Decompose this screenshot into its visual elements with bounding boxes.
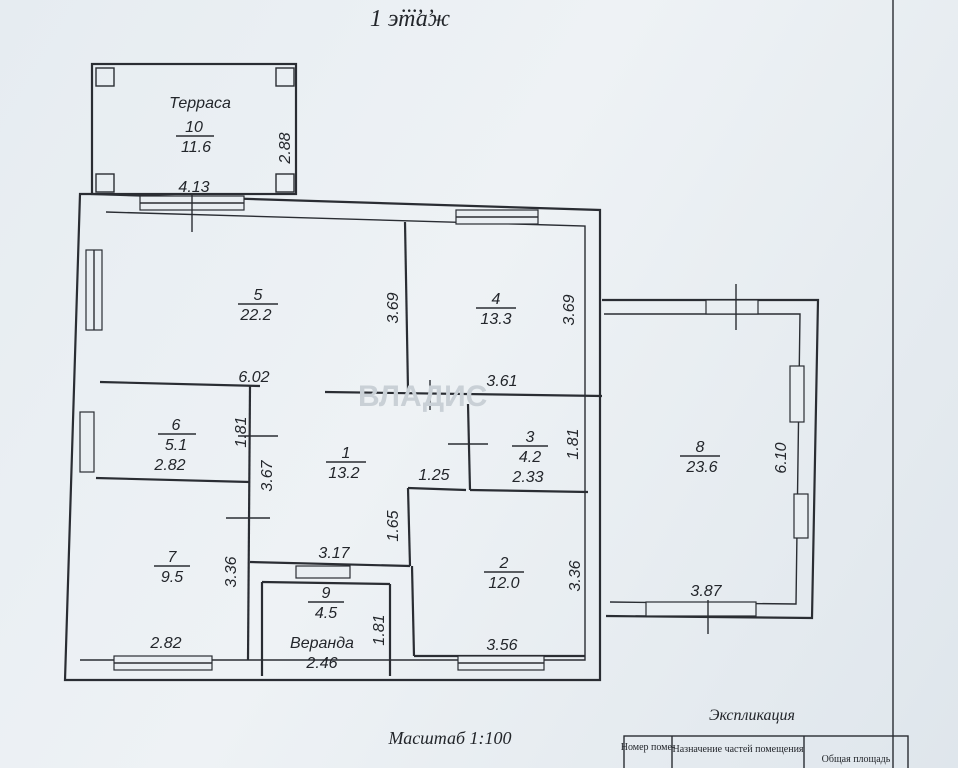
explication-header-area: Общая площадь xyxy=(822,754,891,765)
dim-terrace-width: 4.13 xyxy=(178,179,209,196)
dim-r2-width: 3.56 xyxy=(486,637,517,654)
dim-r9-depth: 1.81 xyxy=(371,614,388,645)
explication-title: Экспликация xyxy=(709,707,795,724)
room-8-number: 8 xyxy=(696,439,705,456)
explication-table xyxy=(623,735,909,768)
dim-r4-depth: 3.69 xyxy=(561,294,578,325)
header-fragment: ..., , xyxy=(402,0,435,17)
watermark-text: ВЛАДИС xyxy=(358,380,487,413)
dim-r4-width: 3.61 xyxy=(486,373,517,390)
room-2-number: 2 xyxy=(499,555,509,572)
dim-r2-depth: 3.36 xyxy=(567,560,584,591)
explication-header-number: Номер поме- xyxy=(621,742,676,753)
dim-terrace-depth: 2.88 xyxy=(277,132,294,164)
dim-r5-width: 6.02 xyxy=(238,369,269,386)
dim-r6-width: 2.82 xyxy=(153,457,185,474)
room-9-name: Веранда xyxy=(290,635,354,652)
room-7-area: 9.5 xyxy=(161,569,183,586)
terrace-outline xyxy=(90,62,298,196)
room-9-number: 9 xyxy=(322,585,331,602)
room-6-number: 6 xyxy=(172,417,181,434)
dim-r7-depth: 3.36 xyxy=(223,556,240,587)
door-markers xyxy=(191,194,737,634)
dim-r1-lower: 1.65 xyxy=(385,510,402,541)
dim-r9-width: 2.46 xyxy=(305,655,337,672)
dim-r8-depth: 6.10 xyxy=(773,442,790,473)
room-1-number: 1 xyxy=(342,445,351,462)
room-9-area: 4.5 xyxy=(315,605,337,622)
room-4-area: 13.3 xyxy=(480,311,511,328)
room-5-number: 5 xyxy=(254,287,263,304)
room-10-area: 11.6 xyxy=(181,139,211,156)
dim-r8-width: 3.87 xyxy=(690,583,722,600)
floor-title: 1 этаж xyxy=(370,6,450,32)
dim-r1-depth: 3.67 xyxy=(259,459,276,491)
dim-r7-width: 2.82 xyxy=(149,635,181,652)
room-1-area: 13.2 xyxy=(328,465,359,482)
room-10-number: 10 xyxy=(185,119,203,136)
room-10-name: Терраса xyxy=(169,95,231,112)
room-4-number: 4 xyxy=(492,291,501,308)
room-2-area: 12.0 xyxy=(488,575,519,592)
room-8-area: 23.6 xyxy=(685,459,717,476)
room-6-area: 5.1 xyxy=(165,437,187,454)
dim-r1-nook: 1.25 xyxy=(418,467,449,484)
dim-r6-depth: 1.81 xyxy=(233,416,250,447)
house-outer-walls xyxy=(63,192,602,682)
dim-r3-width: 2.33 xyxy=(511,469,543,486)
dim-r3-depth: 1.81 xyxy=(565,428,582,459)
room-5-area: 22.2 xyxy=(239,307,271,324)
dim-r1-width: 3.17 xyxy=(318,545,350,562)
explication-header-purpose: Назначение частей помещения xyxy=(672,744,803,755)
room-3-area: 4.2 xyxy=(519,449,541,466)
scale-label: Масштаб 1:100 xyxy=(387,728,511,748)
room-3-number: 3 xyxy=(526,429,535,446)
room-7-number: 7 xyxy=(168,549,178,566)
windows xyxy=(79,195,809,671)
dim-r5-depth: 3.69 xyxy=(385,292,402,323)
